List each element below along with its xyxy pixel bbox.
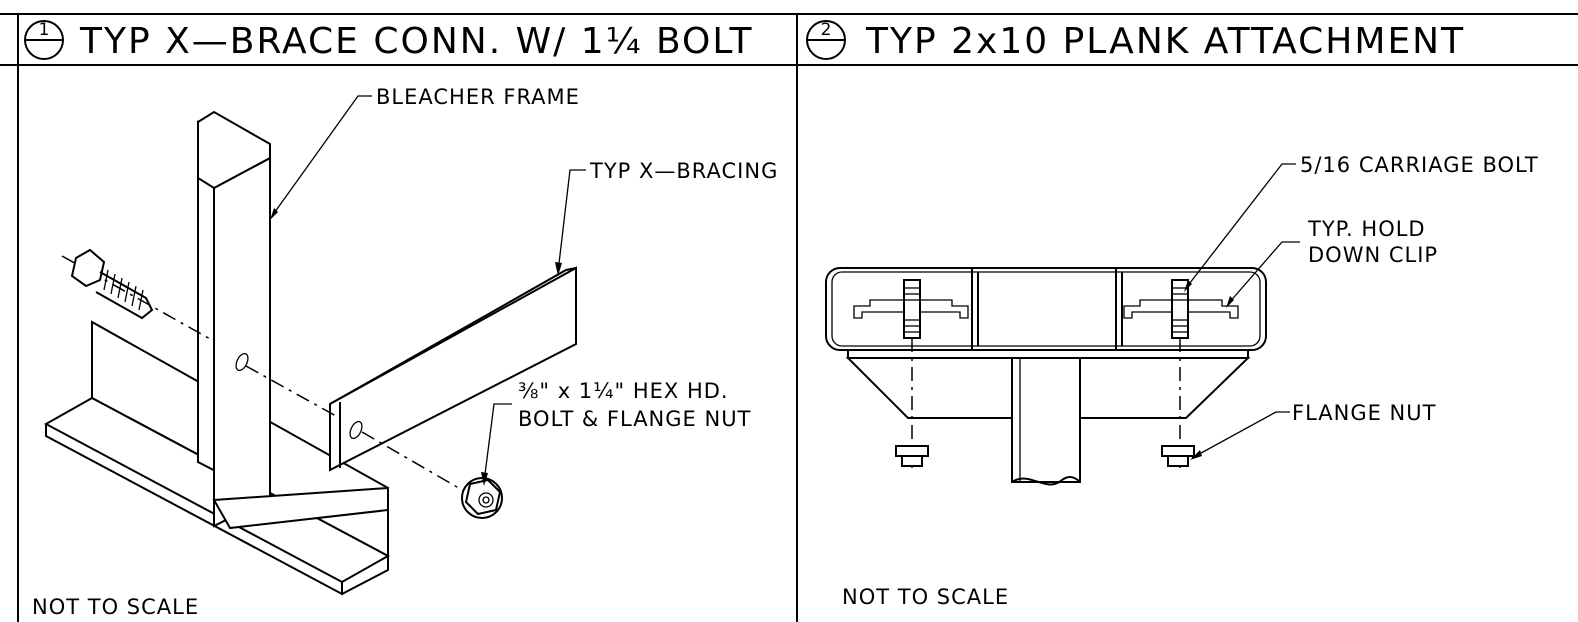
x-bracing: [329, 266, 577, 472]
carriage-bolt-right: [1161, 279, 1195, 467]
detail-1: 1 TYP X—BRACE CONN. W/ 1¼ BOLT: [24, 20, 778, 619]
label-hold-down-clip-line1: TYP. HOLD: [1307, 217, 1426, 241]
detail-2-scale-note: NOT TO SCALE: [842, 585, 1009, 609]
bleacher-frame: [197, 110, 389, 530]
detail-2-marker: 2: [806, 20, 846, 60]
detail-2-leaders: [1184, 163, 1300, 460]
label-carriage-bolt: 5/16 CARRIAGE BOLT: [1300, 153, 1539, 177]
sheet-borders: [0, 13, 1578, 622]
support-frame: [845, 280, 1251, 486]
detail-1-number: 1: [39, 20, 50, 40]
detail-1-scale-note: NOT TO SCALE: [32, 595, 199, 619]
hex-bolt: [61, 248, 477, 499]
detail-2-title: TYP 2x10 PLANK ATTACHMENT: [865, 21, 1465, 62]
label-x-bracing: TYP X—BRACING: [589, 159, 778, 183]
detail-1-marker: 1: [24, 20, 64, 60]
detail-2: 2 TYP 2x10 PLANK ATTACHMENT: [806, 20, 1539, 609]
label-hex-bolt-line1: ⅜" x 1¼" HEX HD.: [518, 379, 729, 403]
label-flange-nut: FLANGE NUT: [1292, 401, 1436, 425]
label-hold-down-clip-line2: DOWN CLIP: [1308, 243, 1438, 267]
plank-section: [825, 267, 1267, 351]
carriage-bolt-left: [895, 279, 929, 467]
detail-1-leaders: [270, 95, 586, 486]
flange-nut: [461, 477, 503, 519]
label-bleacher-frame: BLEACHER FRAME: [376, 85, 580, 109]
label-hex-bolt-line2: BOLT & FLANGE NUT: [518, 407, 751, 431]
detail-2-number: 2: [821, 20, 832, 40]
detail-1-title: TYP X—BRACE CONN. W/ 1¼ BOLT: [79, 21, 753, 62]
